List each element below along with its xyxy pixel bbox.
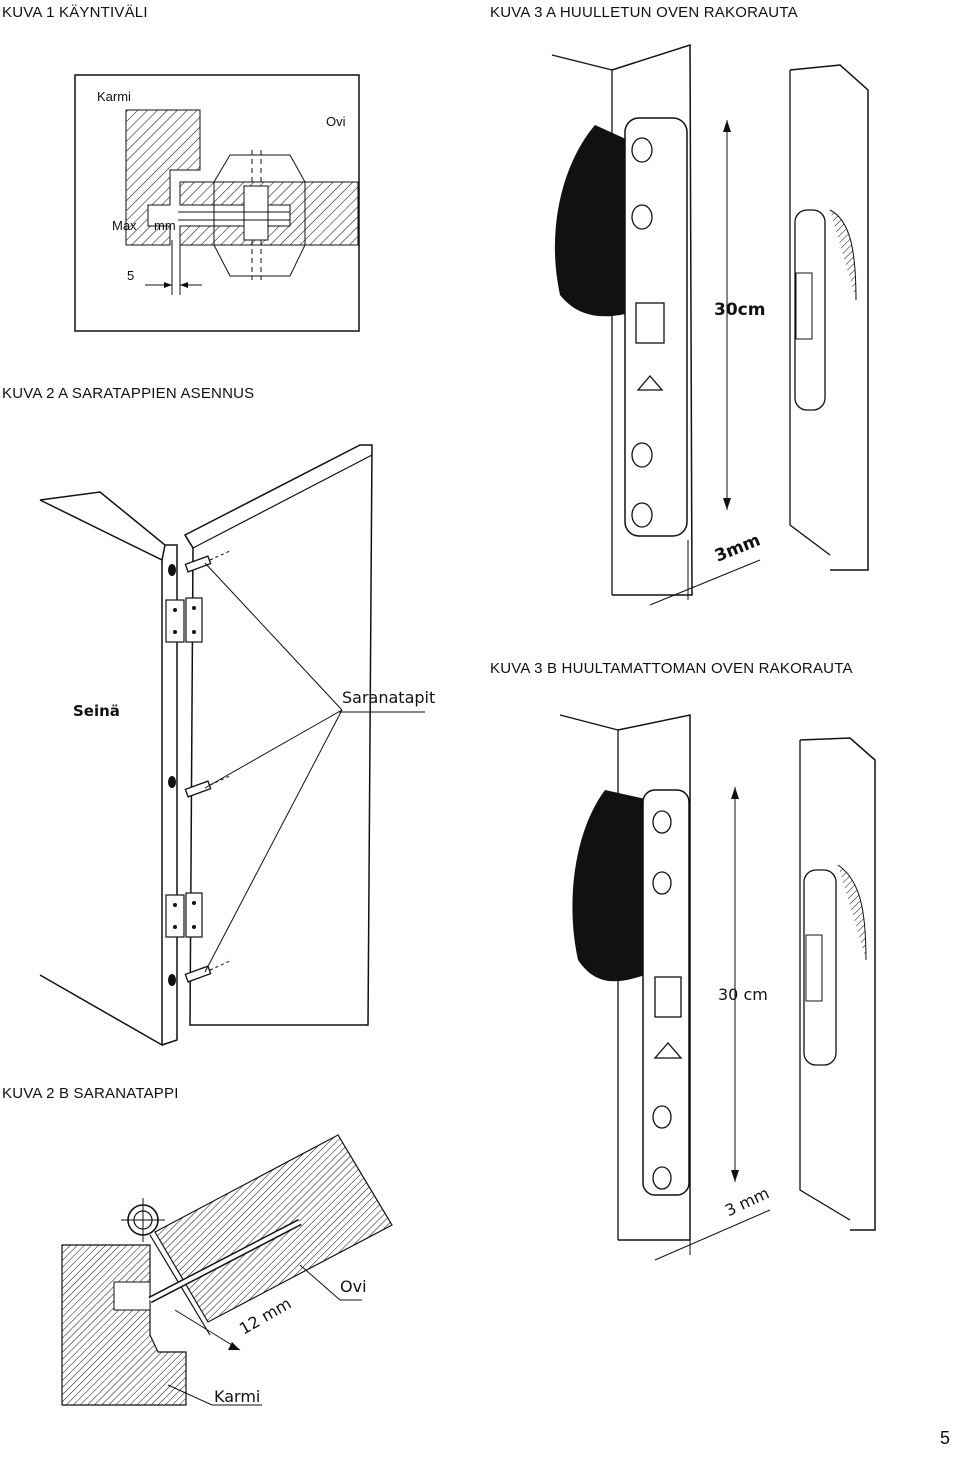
fig1-gap-value: 5 xyxy=(127,268,135,283)
fig1-max-label: Max xyxy=(112,218,137,233)
fig3a-diagram xyxy=(551,43,869,606)
caption-fig1: KUVA 1 KÄYNTIVÄLI xyxy=(2,4,148,21)
page-number: 5 xyxy=(939,1428,950,1448)
caption-fig3b: KUVA 3 B HUULTAMATTOMAN OVEN RAKORAUTA xyxy=(490,660,853,677)
fig1-mm-label: mm xyxy=(154,218,176,233)
fig1-ovi-label: Ovi xyxy=(326,114,346,129)
fig2b-ovi-label: Ovi xyxy=(340,1277,367,1296)
fig3b-diagram xyxy=(559,714,876,1261)
fig2a-diagram xyxy=(39,444,425,1047)
caption-fig2a: KUVA 2 A SARATAPPIEN ASENNUS xyxy=(2,385,255,402)
fig1-karmi-label: Karmi xyxy=(97,89,131,104)
caption-fig3a: KUVA 3 A HUULLETUN OVEN RAKORAUTA xyxy=(490,4,798,21)
fig2a-saranatapit-label: Saranatapit xyxy=(342,688,436,707)
fig2b-karmi-label: Karmi xyxy=(214,1387,261,1406)
caption-fig2b: KUVA 2 B SARANATAPPI xyxy=(2,1085,179,1102)
fig3b-height-label: 30 cm xyxy=(718,985,768,1004)
fig1-diagram xyxy=(74,74,360,332)
fig2a-seina-label: Seinä xyxy=(73,702,120,720)
fig2b-diagram xyxy=(61,1134,393,1406)
fig3a-height-label: 30cm xyxy=(714,300,766,320)
